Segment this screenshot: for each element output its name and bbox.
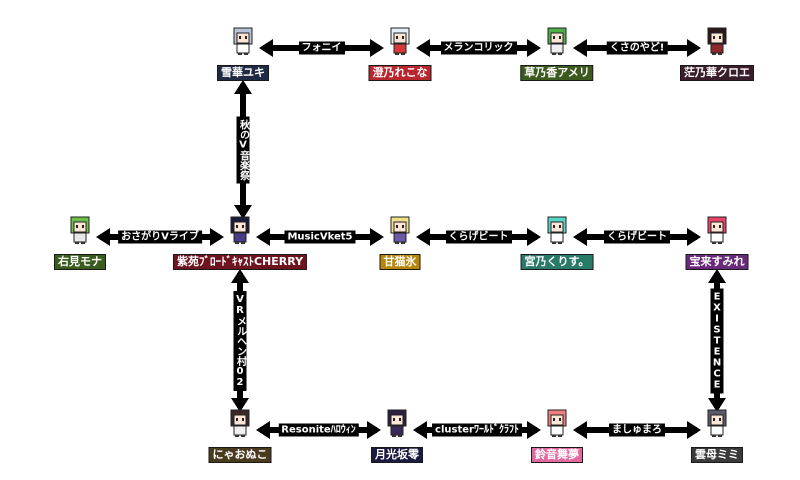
arrowhead-left — [573, 228, 587, 246]
character-name-tag: 草乃香アメリ — [521, 66, 593, 80]
character-sprite-icon — [707, 409, 727, 437]
arrowhead-up — [234, 80, 252, 94]
connection-label: Resoniteﾊﾛｳｨﾝ — [278, 423, 359, 437]
character-sprite-icon — [233, 27, 253, 55]
character-sprite-icon — [547, 27, 567, 55]
connection-label: くらげビート — [445, 230, 512, 244]
arrowhead-up — [231, 269, 249, 283]
connection-label: clusterﾜｰﾙﾄﾞｸﾗﾌﾄ — [432, 423, 522, 437]
connection-label: メランコリック — [440, 41, 517, 55]
arrowhead-down — [231, 398, 249, 412]
arrowhead-right — [370, 228, 384, 246]
arrowhead-right — [367, 421, 381, 439]
character-sprite-icon — [390, 27, 410, 55]
arrowhead-left — [416, 228, 430, 246]
character-name-tag: 雪華ユキ — [218, 66, 268, 80]
arrowhead-right — [527, 421, 541, 439]
character-name-tag: にゃおぬこ — [209, 448, 271, 462]
connection-label: VRメルヘン村02 — [233, 290, 247, 391]
connection-label: おさがりVライブ — [118, 230, 202, 244]
character-name-tag: 茫乃華クロエ — [681, 66, 753, 80]
arrowhead-left — [256, 421, 270, 439]
arrowhead-down — [708, 398, 726, 412]
arrowhead-left — [259, 39, 273, 57]
character-sprite-icon — [547, 409, 567, 437]
character-name-tag: 雲母ミミ — [692, 448, 742, 462]
character-name-tag: 月光坂零 — [372, 448, 422, 462]
character-name-tag: 宝来すみれ — [686, 255, 748, 269]
connection-label: MusicVket5 — [284, 230, 356, 244]
character-sprite-icon — [230, 216, 250, 244]
arrowhead-up — [708, 269, 726, 283]
character-name-tag: 紫苑ﾌﾞﾛｰﾄﾞｷｬｽﾄCHERRY — [173, 255, 307, 269]
character-sprite-icon — [547, 216, 567, 244]
arrowhead-left — [573, 421, 587, 439]
connection-label: EXISTENCE — [710, 288, 724, 393]
arrowhead-right — [370, 39, 384, 57]
arrowhead-right — [527, 39, 541, 57]
arrowhead-left — [96, 228, 110, 246]
character-sprite-icon — [387, 409, 407, 437]
arrowhead-down — [234, 205, 252, 219]
arrowhead-left — [256, 228, 270, 246]
character-sprite-icon — [70, 216, 90, 244]
arrowhead-right — [210, 228, 224, 246]
character-sprite-icon — [707, 216, 727, 244]
arrowhead-right — [687, 39, 701, 57]
connection-label: くさのやど! — [606, 41, 668, 55]
connection-label: ましゅまろ — [609, 423, 665, 437]
character-name-tag: 宮乃くりす。 — [521, 255, 593, 269]
character-name-tag: 澄乃れこな — [369, 66, 431, 80]
arrowhead-left — [416, 39, 430, 57]
character-name-tag: 鈴音舞夢 — [532, 448, 582, 462]
arrowhead-left — [413, 421, 427, 439]
connection-label: 秋のV音楽祭 — [236, 116, 250, 183]
character-sprite-icon — [707, 27, 727, 55]
connection-label: くらげビート — [604, 230, 670, 244]
character-sprite-icon — [230, 409, 250, 437]
character-sprite-icon — [390, 216, 410, 244]
character-name-tag: 右見モナ — [55, 255, 105, 269]
arrowhead-right — [687, 228, 701, 246]
arrowhead-right — [687, 421, 701, 439]
arrowhead-left — [573, 39, 587, 57]
character-name-tag: 甘猫氷 — [380, 255, 420, 269]
arrowhead-right — [527, 228, 541, 246]
connection-label: フォニイ — [298, 41, 345, 55]
